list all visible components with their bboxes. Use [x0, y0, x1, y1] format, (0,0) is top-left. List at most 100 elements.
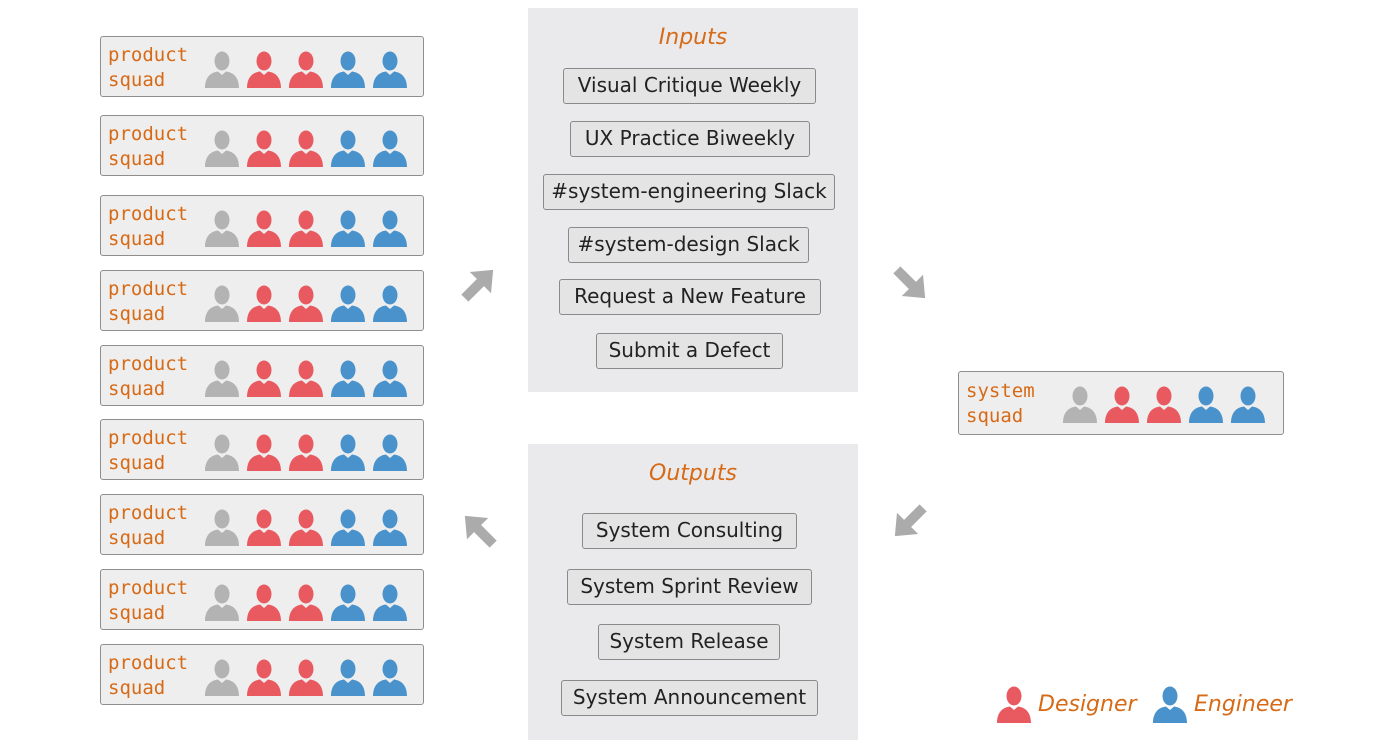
input-item: #system-design Slack: [568, 227, 809, 263]
engineer-person-icon: [330, 209, 366, 247]
product-squad-card: product squad: [100, 115, 424, 176]
squad-members: [1062, 385, 1272, 423]
designer-person-icon: [246, 658, 282, 696]
inputs-title: Inputs: [658, 25, 728, 50]
designer-person-icon: [288, 508, 324, 546]
engineer-person-icon: [330, 284, 366, 322]
designer-person-icon: [246, 508, 282, 546]
engineer-person-icon: [372, 50, 408, 88]
squad-members: [204, 658, 414, 696]
engineer-person-icon: [330, 433, 366, 471]
engineer-person-icon: [330, 129, 366, 167]
person-icon: [1062, 385, 1098, 423]
engineer-person-icon: [372, 359, 408, 397]
designer-person-icon: [288, 129, 324, 167]
product-squad-card: product squad: [100, 36, 424, 97]
product-squad-card: product squad: [100, 494, 424, 555]
arrow-to-outputs-icon: [887, 500, 931, 544]
designer-person-icon: [246, 209, 282, 247]
squad-label: product squad: [108, 652, 189, 699]
squad-label: product squad: [108, 353, 189, 400]
designer-person-icon: [1104, 385, 1140, 423]
squad-members: [204, 359, 414, 397]
engineer-person-icon: [330, 359, 366, 397]
engineer-person-icon: [372, 508, 408, 546]
engineer-person-icon: [1230, 385, 1266, 423]
engineer-person-icon: [330, 50, 366, 88]
designer-person-icon: [288, 209, 324, 247]
squad-label: product squad: [108, 577, 189, 624]
input-item: Submit a Defect: [596, 333, 783, 369]
engineer-person-icon: [330, 583, 366, 621]
designer-person-icon: [246, 433, 282, 471]
squad-members: [204, 508, 414, 546]
squad-members: [204, 129, 414, 167]
person-icon: [204, 284, 240, 322]
designer-person-icon: [246, 129, 282, 167]
engineer-person-icon: [372, 209, 408, 247]
person-icon: [204, 209, 240, 247]
designer-person-icon: [288, 284, 324, 322]
designer-person-icon: [1146, 385, 1182, 423]
output-item: System Announcement: [561, 680, 818, 716]
designer-person-icon: [288, 433, 324, 471]
product-squad-card: product squad: [100, 195, 424, 256]
squad-label: product squad: [108, 427, 189, 474]
squad-members: [204, 284, 414, 322]
input-item: UX Practice Biweekly: [570, 121, 810, 157]
designer-person-icon: [288, 583, 324, 621]
squad-label: product squad: [108, 203, 189, 250]
system-squad-card: system squad: [958, 371, 1284, 435]
designer-person-icon: [288, 50, 324, 88]
squad-label: product squad: [108, 44, 189, 91]
inputs-panel: Inputs Visual Critique Weekly UX Practic…: [528, 8, 858, 392]
product-squad-card: product squad: [100, 345, 424, 406]
squad-members: [204, 583, 414, 621]
engineer-person-icon: [330, 658, 366, 696]
engineer-person-icon: [372, 433, 408, 471]
arrow-to-product-squads-icon: [457, 508, 501, 552]
engineer-person-icon: [1152, 685, 1188, 723]
outputs-panel: Outputs System Consulting System Sprint …: [528, 444, 858, 740]
engineer-person-icon: [372, 284, 408, 322]
product-squad-card: product squad: [100, 270, 424, 331]
person-icon: [204, 658, 240, 696]
squad-label: product squad: [108, 123, 189, 170]
product-squad-card: product squad: [100, 644, 424, 705]
person-icon: [204, 359, 240, 397]
output-item: System Consulting: [582, 513, 797, 549]
outputs-title: Outputs: [649, 461, 737, 486]
squad-members: [204, 209, 414, 247]
legend-engineer-label: Engineer: [1194, 691, 1292, 717]
person-icon: [204, 129, 240, 167]
legend-designer: Designer: [996, 684, 1137, 724]
engineer-person-icon: [372, 658, 408, 696]
person-icon: [204, 508, 240, 546]
input-item: Request a New Feature: [559, 279, 821, 315]
output-item: System Sprint Review: [567, 569, 812, 605]
output-item: System Release: [598, 624, 780, 660]
product-squad-card: product squad: [100, 419, 424, 480]
arrow-to-system-squad-icon: [889, 262, 933, 306]
designer-person-icon: [246, 359, 282, 397]
input-item: Visual Critique Weekly: [563, 68, 816, 104]
designer-person-icon: [246, 284, 282, 322]
legend-engineer: Engineer: [1152, 684, 1292, 724]
engineer-person-icon: [330, 508, 366, 546]
squad-members: [204, 50, 414, 88]
squad-label: product squad: [108, 278, 189, 325]
input-item: #system-engineering Slack: [543, 174, 835, 210]
arrow-to-inputs-icon: [457, 262, 501, 306]
person-icon: [204, 583, 240, 621]
squad-label: product squad: [108, 502, 189, 549]
designer-person-icon: [246, 50, 282, 88]
designer-person-icon: [246, 583, 282, 621]
person-icon: [204, 433, 240, 471]
squad-members: [204, 433, 414, 471]
designer-person-icon: [288, 359, 324, 397]
product-squad-card: product squad: [100, 569, 424, 630]
engineer-person-icon: [372, 583, 408, 621]
person-icon: [204, 50, 240, 88]
designer-person-icon: [288, 658, 324, 696]
legend-designer-label: Designer: [1038, 691, 1137, 717]
